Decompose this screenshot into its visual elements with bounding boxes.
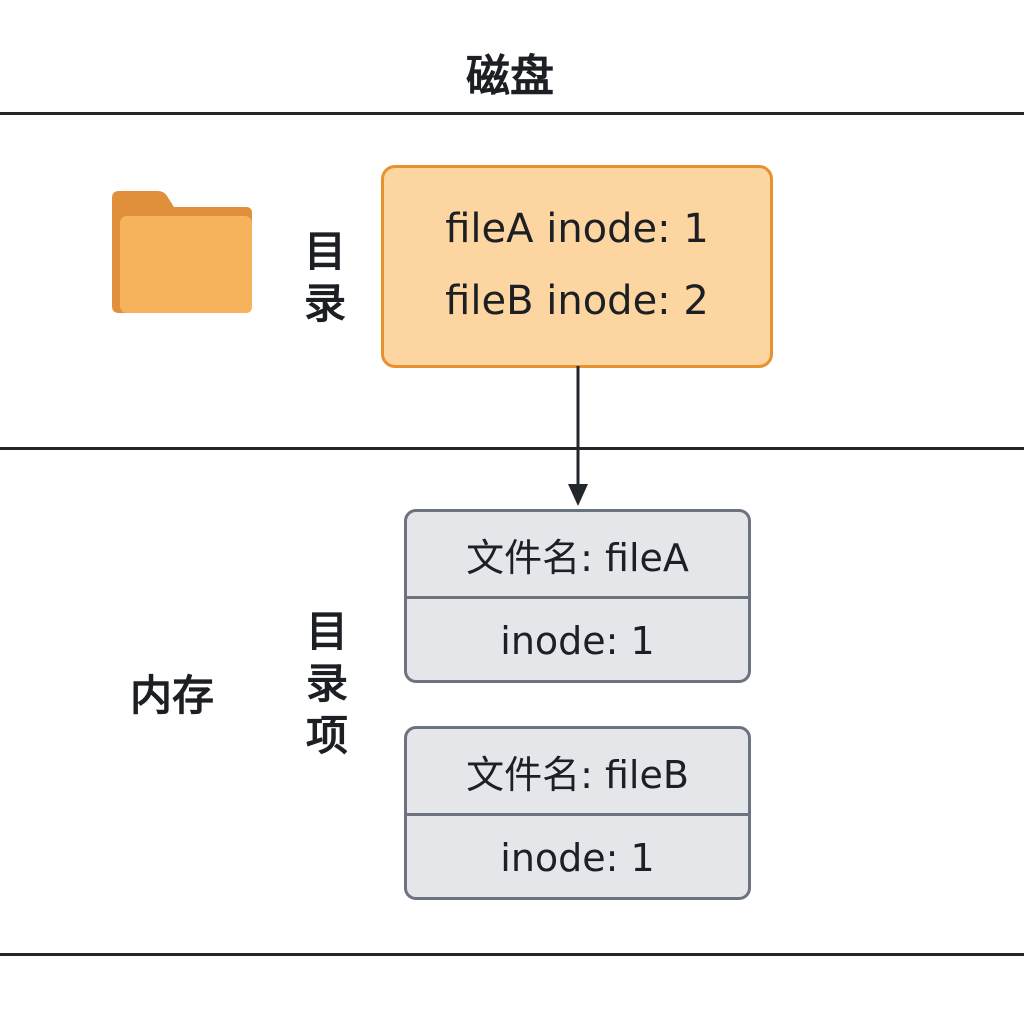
divider-bottom xyxy=(0,953,1024,956)
entry-inode: inode: 1 xyxy=(500,619,655,663)
entry-filename: 文件名: fileA xyxy=(407,512,748,599)
arrow-down-icon xyxy=(568,366,588,506)
directory-entries-label-text: 目录项 xyxy=(305,607,348,760)
directory-box: fileA inode: 1 fileB inode: 2 xyxy=(381,165,773,368)
directory-line-fileB: fileB inode: 2 xyxy=(445,278,709,324)
directory-line-fileA: fileA inode: 1 xyxy=(445,206,709,252)
directory-entries-label: 目录项 xyxy=(302,606,352,762)
folder-icon xyxy=(112,191,252,313)
entry-filename: 文件名: fileB xyxy=(407,729,748,816)
entry-inode: inode: 1 xyxy=(500,836,655,880)
directory-entry-fileB: 文件名: fileB inode: 1 xyxy=(404,726,751,900)
directory-label-text: 目录 xyxy=(303,227,346,328)
divider-middle xyxy=(0,447,1024,450)
divider-top xyxy=(0,112,1024,115)
memory-label: 内存 xyxy=(130,671,215,720)
directory-entry-fileA: 文件名: fileA inode: 1 xyxy=(404,509,751,683)
disk-title: 磁盘 xyxy=(466,51,554,102)
directory-label: 目录 xyxy=(300,226,350,330)
